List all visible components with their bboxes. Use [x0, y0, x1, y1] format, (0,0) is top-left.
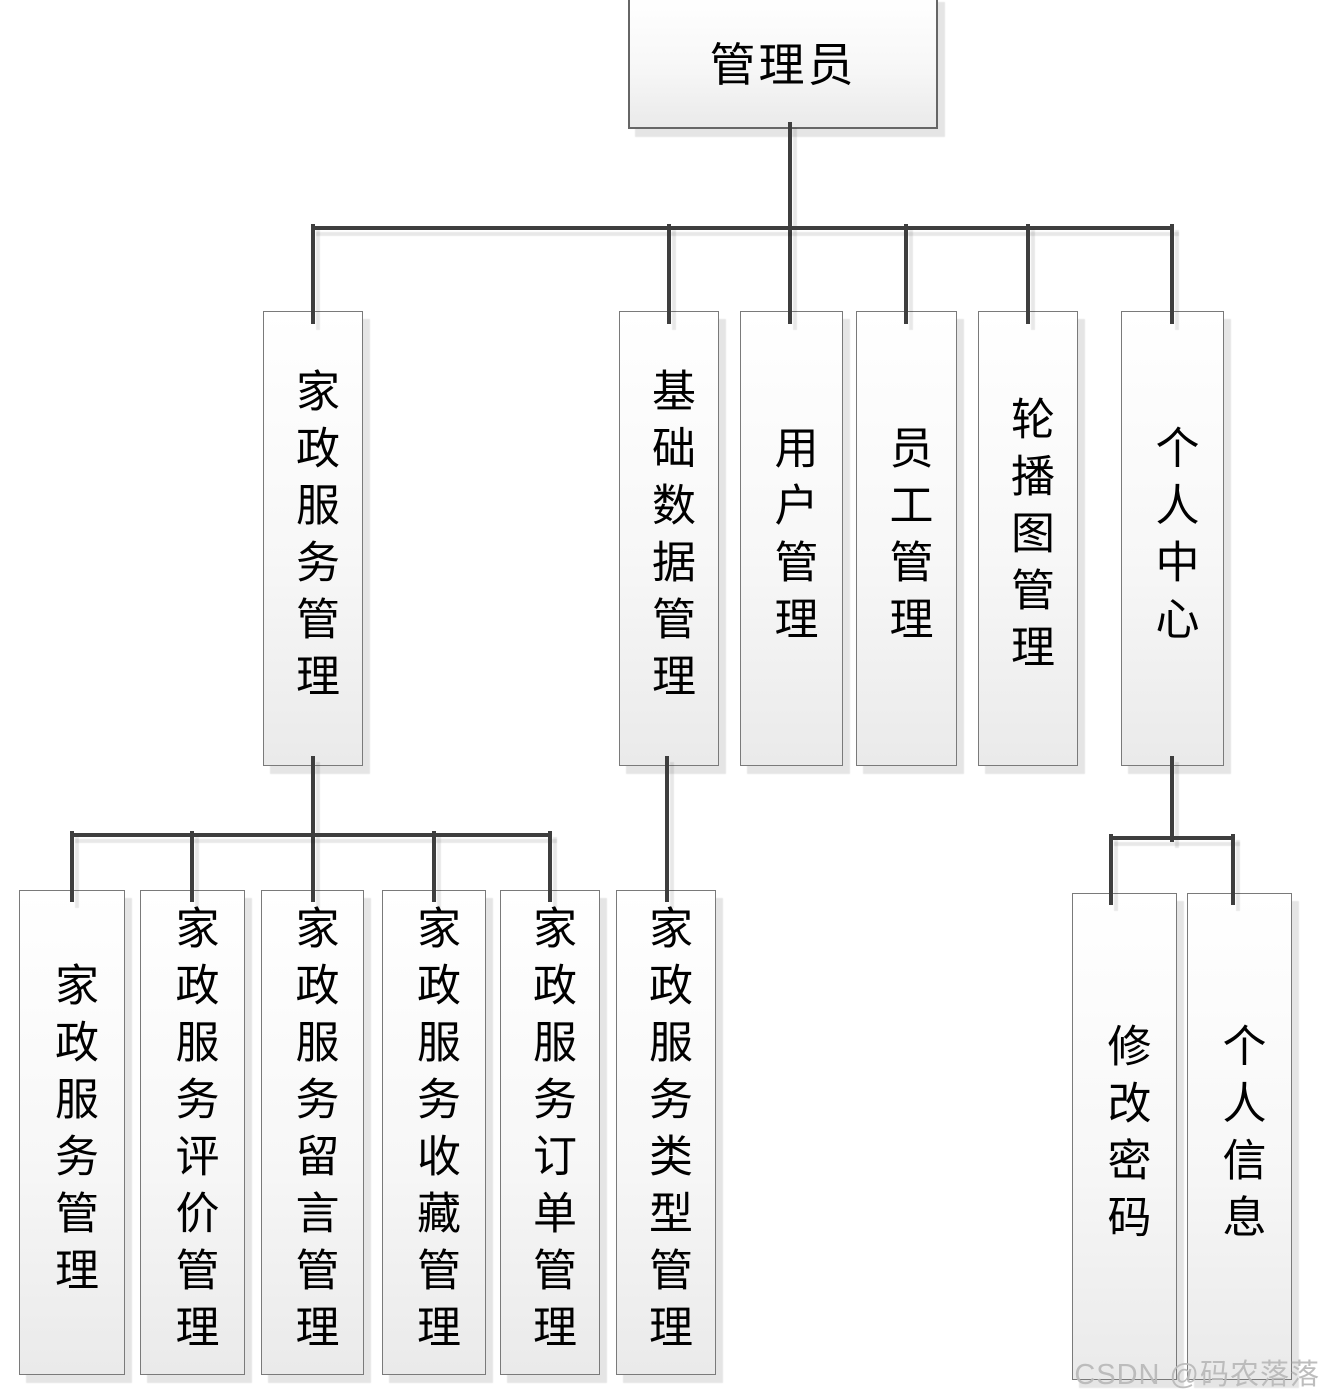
node-carousel-mgmt: 轮播图管理 — [978, 311, 1078, 766]
node-label: 个人信息 — [1215, 1022, 1265, 1251]
node-label: 家政服务收藏管理 — [410, 904, 459, 1361]
node-label: 个人中心 — [1148, 424, 1198, 653]
connector-line — [548, 831, 552, 902]
node-base-data-mgmt: 基础数据管理 — [619, 311, 719, 766]
node-housekeeping-service-mgmt: 家政服务管理 — [263, 311, 363, 766]
node-service-type-mgmt: 家政服务类型管理 — [616, 890, 716, 1375]
connector-line — [311, 224, 315, 324]
node-user-mgmt: 用户管理 — [740, 311, 843, 766]
connector-line — [432, 831, 436, 902]
node-label: 轮播图管理 — [1004, 396, 1053, 681]
connector-line — [1170, 224, 1174, 324]
node-service-favorite-mgmt: 家政服务收藏管理 — [382, 890, 486, 1375]
connector-line — [1109, 836, 1235, 840]
node-label: 家政服务管理 — [48, 961, 97, 1304]
node-personal-center: 个人中心 — [1121, 311, 1224, 766]
node-personal-info: 个人信息 — [1187, 893, 1292, 1380]
node-housekeeping-service-mgmt-sub: 家政服务管理 — [19, 890, 125, 1375]
node-label: 家政服务订单管理 — [526, 904, 575, 1361]
connector-line — [1109, 834, 1113, 905]
connector-line — [665, 756, 669, 902]
node-employee-mgmt: 员工管理 — [856, 311, 957, 766]
connector-line — [70, 831, 74, 902]
node-service-message-mgmt: 家政服务留言管理 — [261, 890, 364, 1375]
node-change-password: 修改密码 — [1072, 893, 1177, 1380]
node-label: 管理员 — [709, 38, 857, 91]
node-label: 员工管理 — [882, 424, 932, 653]
connector-line — [1170, 756, 1174, 842]
connector-line — [190, 831, 194, 902]
node-label: 家政服务留言管理 — [288, 904, 338, 1361]
connector-line — [1026, 224, 1030, 324]
connector-line — [311, 226, 1174, 230]
node-label: 用户管理 — [767, 424, 817, 653]
node-label: 家政服务管理 — [289, 367, 338, 710]
node-label: 基础数据管理 — [645, 367, 694, 710]
node-label: 修改密码 — [1100, 1022, 1150, 1251]
connector-line — [667, 224, 671, 324]
node-label: 家政服务评价管理 — [168, 904, 218, 1361]
node-label: 家政服务类型管理 — [642, 904, 691, 1361]
connector-line — [70, 833, 552, 837]
connector-line — [311, 756, 315, 902]
node-admin: 管理员 — [628, 0, 938, 129]
node-service-review-mgmt: 家政服务评价管理 — [140, 890, 245, 1375]
connector-line — [788, 122, 792, 324]
node-service-order-mgmt: 家政服务订单管理 — [500, 890, 600, 1375]
connector-line — [1231, 834, 1235, 905]
connector-line — [904, 224, 908, 324]
